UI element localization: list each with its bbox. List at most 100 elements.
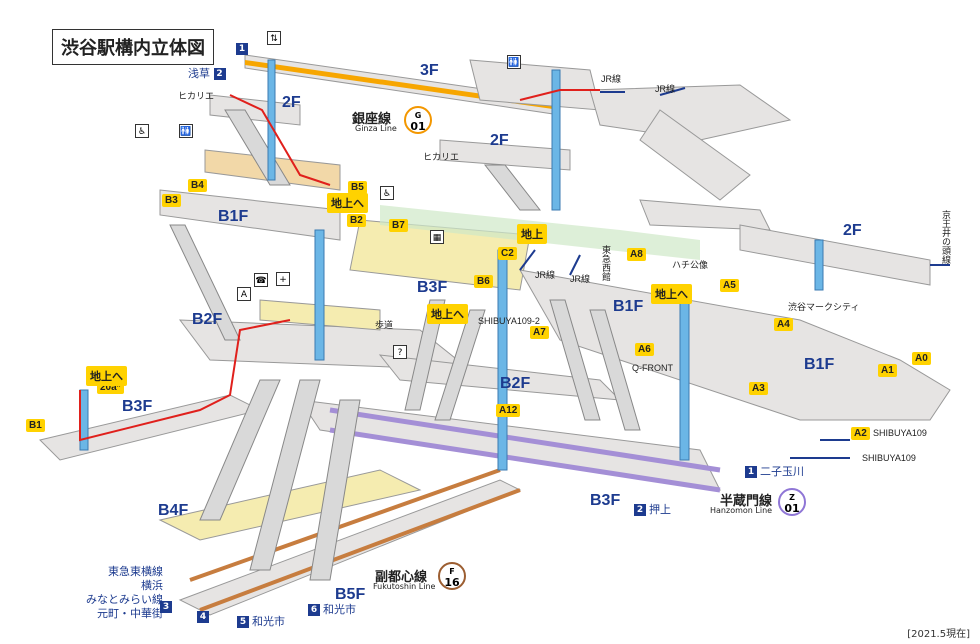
to-ground-c2[interactable]: 地上 [517, 224, 547, 244]
toyoko-line-1: 横浜 [141, 579, 163, 592]
asakusa-num: 2 [213, 68, 226, 80]
exit-b6[interactable]: B6 [474, 275, 493, 288]
exit-a5[interactable]: A5 [720, 279, 739, 292]
toyoko-line-2: みなとみらい線 [86, 593, 163, 606]
place-jr-3: JR線 [535, 270, 555, 280]
exit-a7[interactable]: A7 [530, 326, 549, 339]
floor-label-2f-right: 2F [843, 222, 862, 239]
toyoko-lines-list: 東急東横線 横浜 みなとみらい線 元町・中華街 [86, 565, 163, 621]
place-tokyu-west: 東急西館 [601, 245, 611, 281]
escalators [169, 109, 641, 581]
wakoshi5-label: 和光市 [252, 615, 285, 628]
hanzomon-line-name: 半蔵門線 [720, 494, 773, 509]
fukutoshin-line-en: Fukutoshin Line [373, 582, 436, 591]
exit-a0[interactable]: A0 [912, 352, 931, 365]
hanzomon-track-2 [329, 427, 721, 493]
oshiage-num: 2 [634, 504, 646, 516]
floor-2f-right [739, 224, 931, 286]
fukutoshin-line-name: 副都心線 [375, 570, 428, 585]
hanzomon-code: Z [789, 493, 795, 502]
floor-label-2f-left: 2F [282, 94, 301, 111]
place-markcity: 渋谷マークシティ [788, 302, 860, 312]
toyoko-line-3: 元町・中華街 [97, 607, 163, 620]
toilet-icon: ♿ [135, 124, 149, 138]
place-shibuya109-2: SHIBUYA109-2 [478, 316, 540, 326]
ginza-code: G [414, 111, 422, 120]
place-jr-1: JR線 [601, 74, 621, 84]
floor-label-b1-mid: B1F [613, 298, 644, 315]
direction-ginza-1: 1 [236, 40, 251, 56]
oshiage-label: 押上 [649, 503, 671, 516]
map-title: 渋谷駅構内立体図 [52, 29, 214, 65]
exit-a3[interactable]: A3 [749, 382, 768, 395]
exit-b3[interactable]: B3 [162, 194, 181, 207]
floor-2f-mid [439, 139, 571, 171]
phone-icon: ☎ [254, 273, 268, 287]
elevator-icon: ⇅ [267, 31, 281, 45]
exit-b4[interactable]: B4 [188, 179, 207, 192]
accessible-route-2 [519, 89, 600, 101]
exit-b1[interactable]: B1 [26, 419, 45, 432]
direction-asakusa: 浅草 2 [188, 68, 229, 80]
exit-a2[interactable]: A2 [851, 427, 870, 440]
floor-b4 [158, 469, 422, 541]
exit-b2[interactable]: B2 [347, 214, 366, 227]
exit-a6[interactable]: A6 [635, 343, 654, 356]
to-ground-b1f[interactable]: 地上へ [651, 284, 692, 304]
fukutoshin-num: 16 [444, 576, 460, 589]
exit-b7[interactable]: B7 [389, 219, 408, 232]
exit-b5[interactable]: B5 [348, 181, 367, 194]
place-footpath: 歩道 [375, 320, 394, 330]
dir4-num: 4 [197, 610, 209, 623]
atm-icon: A [237, 287, 251, 301]
info-icon: ? [393, 345, 407, 359]
floor-label-2f-mid: 2F [490, 132, 509, 149]
hanzomon-num: 01 [784, 502, 800, 515]
floor-label-b4: B4F [158, 502, 189, 519]
jr-corridor [589, 84, 792, 141]
ginza-line-name: 銀座線 [352, 112, 392, 127]
accessible-route [229, 94, 331, 186]
jr-corridor-2 [639, 109, 751, 201]
floor-label-b2-left: B2F [192, 311, 223, 328]
to-ground-b2f[interactable]: 地上へ [427, 304, 468, 324]
direction-3: 3 [160, 598, 175, 614]
asakusa-label: 浅草 [188, 67, 210, 80]
wheelchair-icon: ♿ [380, 186, 394, 200]
place-jr-4: JR線 [570, 274, 590, 284]
place-shibuya109: SHIBUYA109 [862, 453, 916, 463]
floor-b1-right [519, 269, 951, 421]
exit-a1[interactable]: A1 [878, 364, 897, 377]
to-ground-b3f[interactable]: 地上へ [86, 366, 127, 386]
exit-a12[interactable]: A12 [496, 404, 521, 417]
aed-icon: + [276, 272, 290, 286]
direction-arrows [519, 87, 950, 459]
wakoshi5-num: 5 [237, 616, 249, 628]
floor-b1-left [159, 189, 341, 241]
date-note: [2021.5現在] [907, 629, 970, 640]
floor-label-b2-mid: B2F [500, 375, 531, 392]
floor-label-b3-left: B3F [122, 398, 153, 415]
place-shibuya109-a2: SHIBUYA109 [873, 428, 927, 438]
exit-c2[interactable]: C2 [498, 247, 517, 260]
direction-4: 4 [197, 608, 212, 624]
ginza-line-en: Ginza Line [355, 124, 397, 133]
toilet-icon: 🚻 [507, 55, 521, 69]
ginza1-num: 1 [236, 42, 248, 55]
futako-label: 二子玉川 [760, 465, 804, 478]
place-hikarie-1: ヒカリエ [178, 91, 215, 101]
exit-a8[interactable]: A8 [627, 248, 646, 261]
locker-icon: ▦ [430, 230, 444, 244]
place-hachiko: ハチ公像 [672, 260, 709, 270]
futako-num: 1 [745, 466, 757, 478]
toyoko-line-0: 東急東横線 [108, 565, 163, 578]
exit-a4[interactable]: A4 [774, 318, 793, 331]
to-ground-b5[interactable]: 地上へ [327, 193, 368, 213]
toilet-icon: 🚻 [179, 124, 193, 138]
